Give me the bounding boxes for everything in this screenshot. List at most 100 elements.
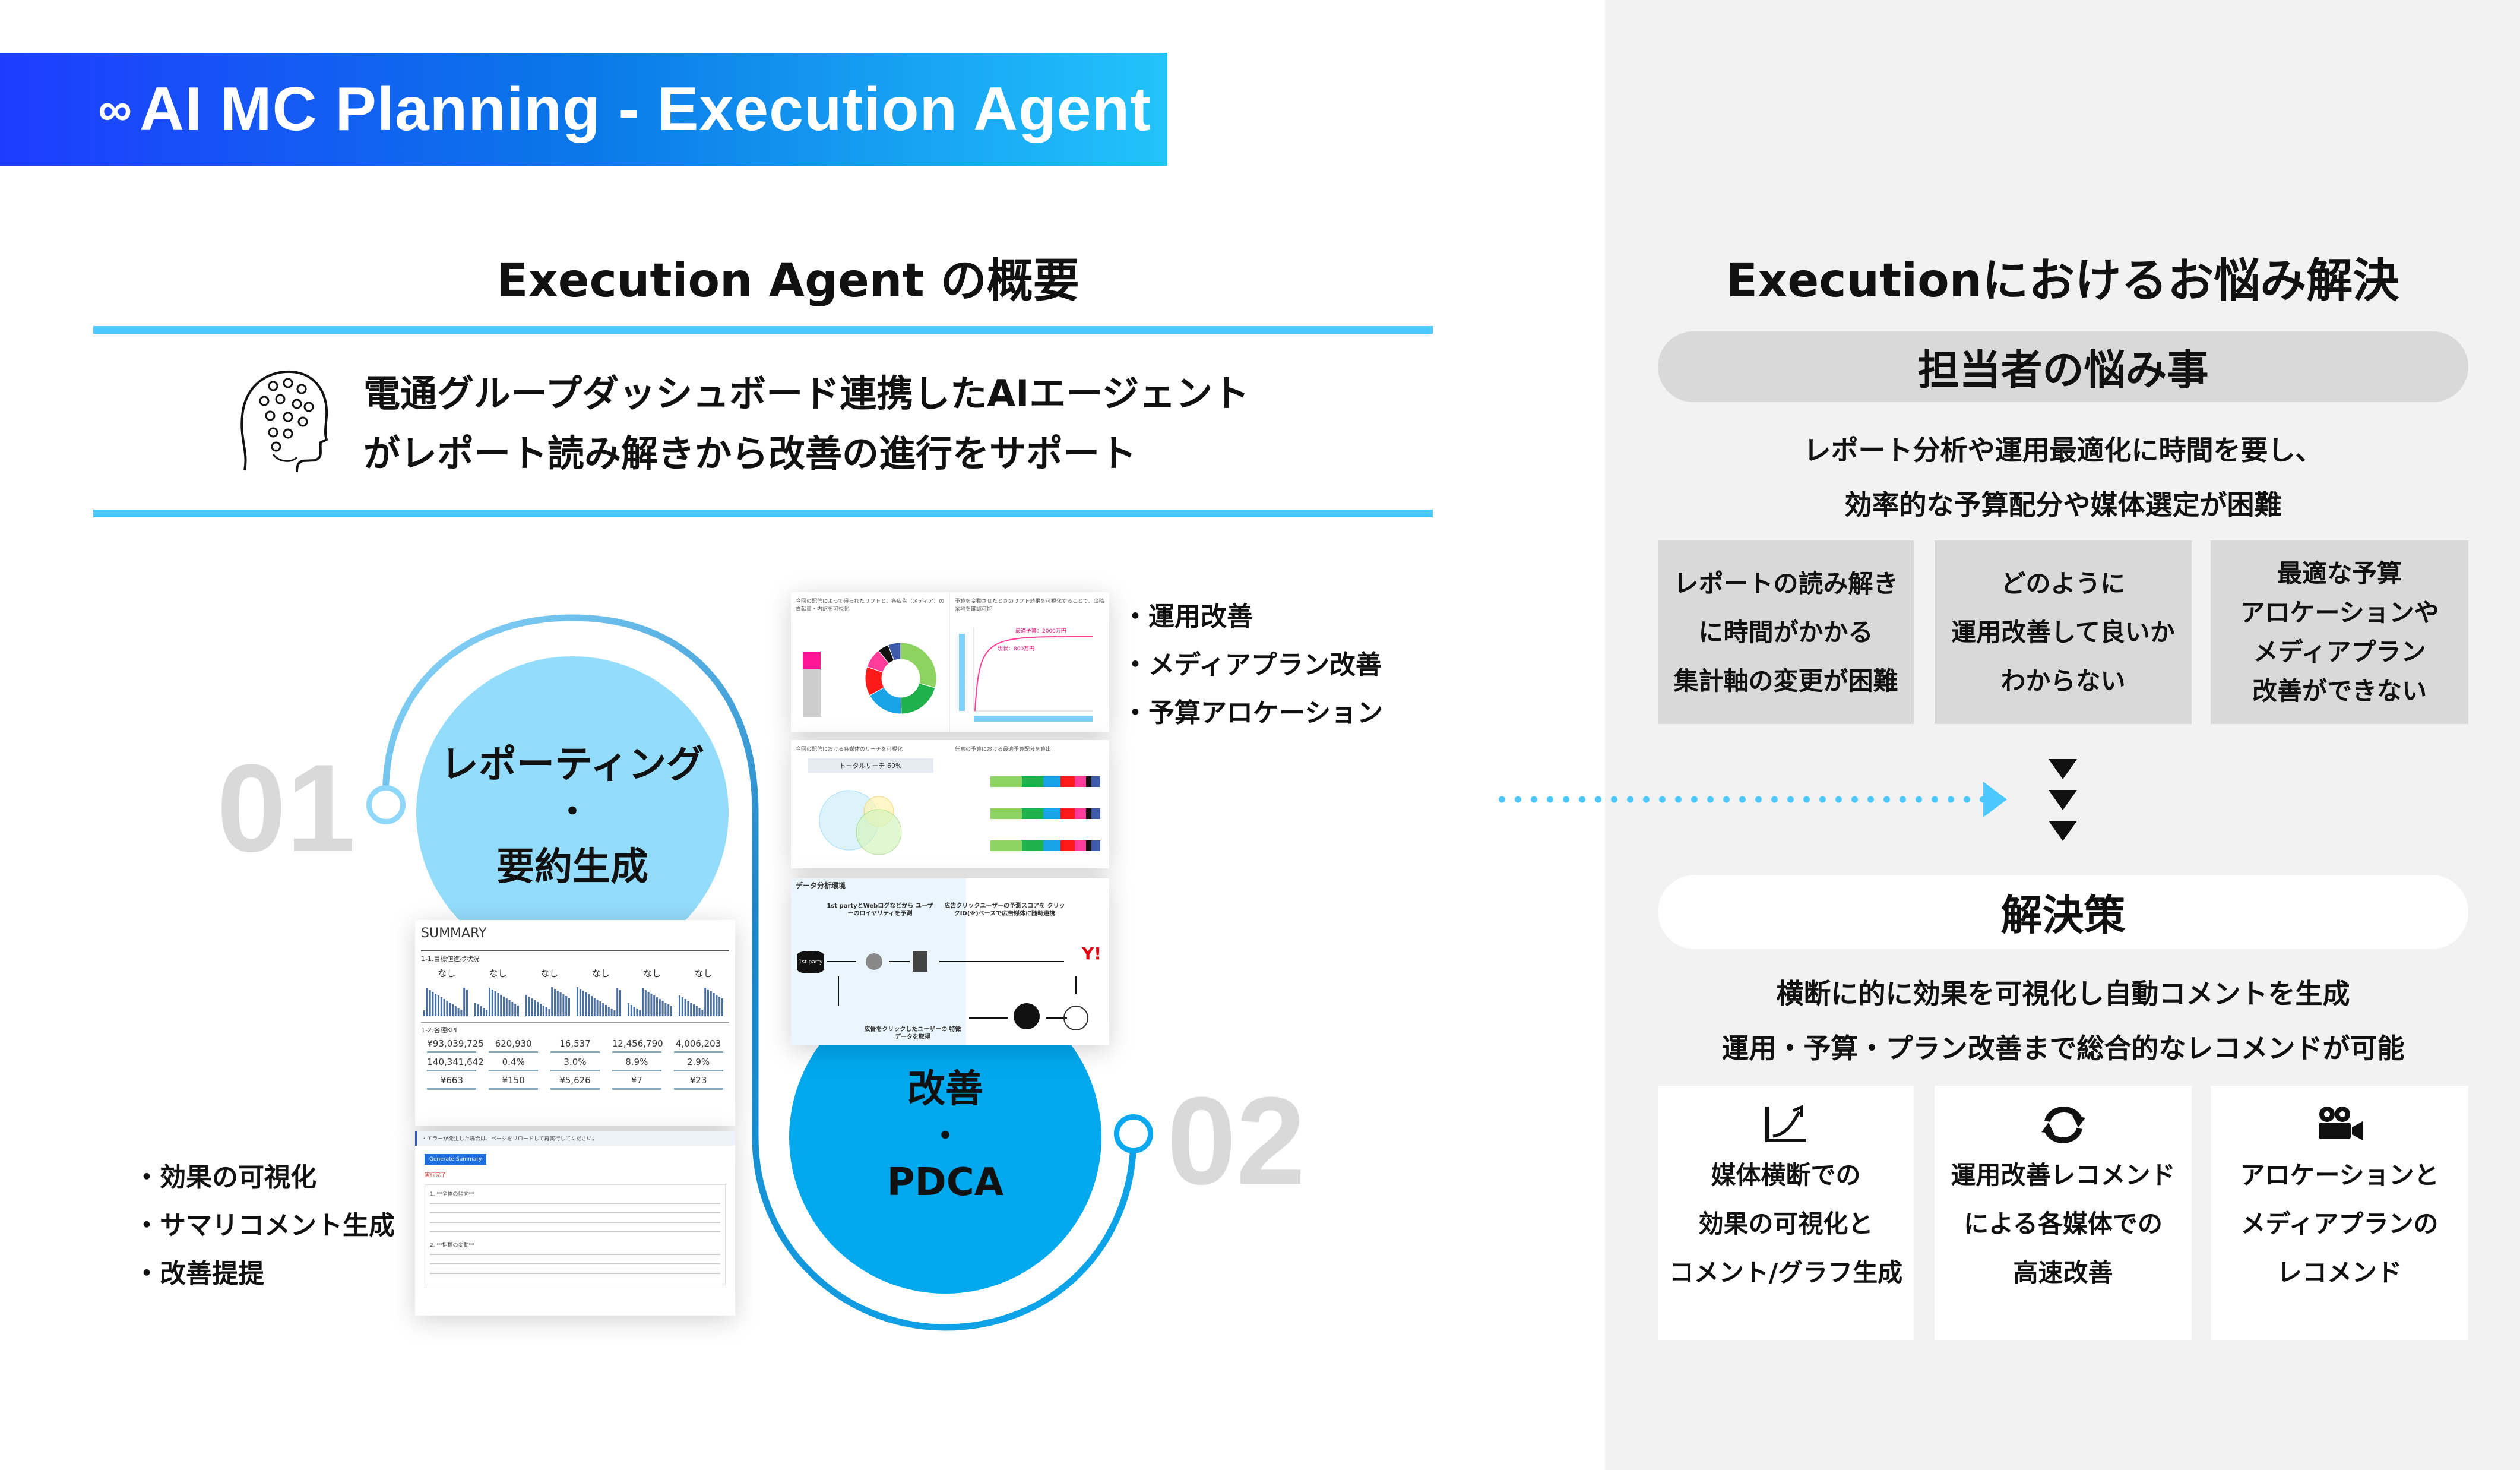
allocation-segment (1074, 840, 1086, 851)
mini-bar (607, 1007, 610, 1016)
allocation-segment (990, 808, 1022, 819)
video-camera-icon (2319, 1107, 2363, 1140)
mini-bar (698, 1008, 701, 1016)
solution-card: 運用改善レコメンドによる各媒体での高速改善 (1935, 1086, 2192, 1340)
mini-bar (650, 994, 653, 1016)
arrow-head-icon (1983, 782, 2007, 817)
mini-bar (494, 991, 496, 1016)
mini-bar (693, 1004, 695, 1016)
target-status-row: なしなしなしなしなしなし (438, 968, 713, 979)
mini-bar (695, 1006, 698, 1016)
refresh-icon (2041, 1107, 2085, 1143)
mini-bar (647, 992, 650, 1016)
allocation-segment (1060, 840, 1075, 851)
step-number-02: 02 (1167, 1071, 1306, 1210)
generate-summary-button[interactable]: Generate Summary (425, 1154, 487, 1165)
mini-bar (716, 995, 718, 1016)
mini-bar (667, 1004, 670, 1016)
mini-bar (525, 995, 527, 1016)
bullet-item: ・効果の可視化 (134, 1162, 316, 1193)
mini-bar (639, 1010, 641, 1016)
mini-bar (577, 987, 578, 1016)
error-notice: ・エラーが発生した場合は、ページをリロードして再実行してください。 (415, 1131, 735, 1146)
mini-bar (565, 996, 568, 1016)
data-environment-screenshot: データ分析環境 1st partyとWebログなどから ユーザーのロイヤリティを… (791, 878, 1109, 1045)
card-caption: 予算を変動させたときのリフト効果を可視化することで、出稿余地を確認可能 (955, 599, 1104, 612)
mini-bar (588, 994, 590, 1016)
bullet-item: ・メディアプラン改善 (1122, 650, 1382, 680)
mini-bar (480, 1006, 482, 1016)
line-chart-icon (1765, 1105, 1806, 1142)
step1-bullets: ・効果の可視化 ・サマリコメント生成 ・改善提提 (134, 1153, 395, 1298)
solution-card: 媒体横断での効果の可視化とコメント/グラフ生成 (1658, 1086, 1914, 1340)
step1-label: レポーティング (440, 743, 705, 787)
daily-bar-charts (423, 987, 723, 1016)
mini-bar (534, 1000, 536, 1016)
summary-heading: 1. **全体の傾向** (430, 1191, 474, 1197)
divider-bottom (93, 510, 1433, 517)
lift-analysis-screenshot: 今回の配信によって得られたリフトと、各広告（メディア）の貢献量・内訳を可視化 予… (791, 592, 1109, 732)
donut-slice (887, 642, 901, 661)
mini-bar (463, 988, 466, 1016)
venn-diagram (819, 790, 902, 855)
allocation-segment (1021, 808, 1043, 819)
summary-text-lines (430, 1199, 720, 1235)
env-text: 広告をクリックしたユーザーの 特徴データを取得 (864, 1026, 961, 1041)
mini-bar (423, 1010, 425, 1016)
env-text: 1st partyとWebログなどから ユーザーのロイヤリティを予測 (827, 903, 933, 917)
mini-bar (568, 998, 570, 1016)
allocation-segment (990, 840, 1022, 851)
solutions-header: 解決策 (1658, 875, 2468, 949)
bullet-item: ・予算アロケーション (1122, 698, 1384, 728)
bullet-item: ・運用改善 (1122, 602, 1253, 632)
mini-bar (491, 990, 493, 1016)
allocation-segment (1060, 776, 1075, 787)
mini-bar (704, 988, 707, 1016)
allocation-segment (1021, 840, 1043, 851)
allocation-segment (1074, 808, 1086, 819)
solutions-summary: 横断に的に効果を可視化し自動コメントを生成運用・予算・プラン改善まで総合的なレコ… (1721, 978, 2405, 1064)
step2-label: 改善 (907, 1067, 983, 1111)
problem-card: レポートの読み解きに時間がかかる集計軸の変更が困難 (1658, 540, 1914, 724)
mini-bar (503, 997, 505, 1016)
allocation-bars: 任意の予算における最適予算配分を算出 (950, 740, 1109, 868)
separator-dot: ・ (556, 793, 589, 832)
connector-node-1 (366, 785, 406, 824)
allocation-segment (1021, 776, 1043, 787)
mini-bar (701, 1010, 704, 1016)
env-title: データ分析環境 (796, 881, 846, 890)
allocation-segment (1043, 840, 1060, 851)
step2-bullets: ・運用改善 ・メディアプラン改善 ・予算アロケーション (1122, 593, 1383, 737)
mini-bar (486, 1010, 488, 1016)
summary-output-box: 1. **全体の傾向** 2. **指標の変動** (425, 1184, 726, 1285)
mini-bar (514, 1004, 517, 1016)
connector-node-2 (1114, 1114, 1153, 1153)
mini-bar (489, 988, 490, 1016)
lift-curve-chart: 最適予算：2000万円 現状：800万円 (959, 627, 1093, 722)
mini-bar (556, 991, 559, 1016)
down-arrow-icon (2049, 821, 2077, 841)
kpi-row: ¥663¥150¥5,626¥7¥23 (421, 1075, 729, 1090)
donut-slice (900, 642, 937, 688)
mini-bar (511, 1002, 514, 1016)
env-text: 広告クリックユーザーの予測スコアを クリックID(※)ベースで広告媒体に随時連携 (944, 903, 1065, 917)
mini-bar (653, 995, 656, 1016)
mini-bar (429, 990, 431, 1016)
mini-bar (659, 999, 661, 1016)
mini-bar (599, 1001, 601, 1016)
mini-bar (528, 997, 530, 1016)
mini-bar (440, 997, 442, 1016)
donut-slice (900, 682, 936, 715)
step-number-01: 01 (217, 738, 356, 878)
mini-bar (707, 990, 709, 1016)
allocation-segment (1085, 840, 1092, 851)
step-reporting-circle: レポーティング ・ 要約生成 (416, 656, 729, 969)
mini-bar (438, 995, 439, 1016)
allocation-segment (1060, 808, 1075, 819)
mini-bar (545, 1007, 547, 1016)
step1-label-2: 要約生成 (496, 845, 648, 889)
solutions-title: Executionにおけるお悩み解決 (1726, 254, 2399, 308)
allocation-segment (1085, 808, 1092, 819)
mini-bar (432, 992, 434, 1016)
yahoo-logo: Y! (1082, 944, 1102, 963)
